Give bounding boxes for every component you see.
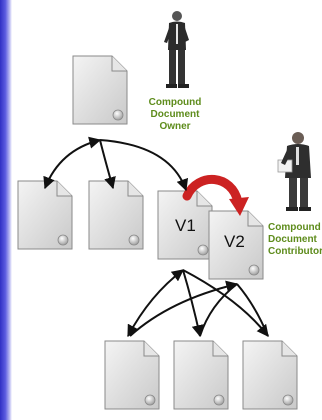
child-document-icon (17, 180, 73, 250)
leaf-document-icon (173, 340, 229, 410)
contributor-person-figure (277, 132, 311, 211)
contributor-label-line: Document (268, 234, 317, 245)
version-2-label: V2 (224, 232, 245, 251)
version-link-arrows (127, 269, 269, 338)
leaf-document-icon (104, 340, 160, 410)
owner-label-line: Compound (148, 97, 202, 108)
leaf-document-icon (242, 340, 298, 410)
owner-label-line: Document (150, 109, 200, 120)
top-level-link-arrows (43, 136, 189, 192)
owner-person-figure (164, 11, 189, 88)
compound-document-icon (72, 55, 128, 125)
version-update-arrow (182, 175, 243, 207)
contributor-role-label: Compound Document Contributor (268, 222, 322, 258)
owner-label-line: Owner (159, 121, 191, 132)
contributor-label-line: Compound (268, 222, 321, 233)
left-edge-gradient-bar (0, 0, 12, 420)
child-document-icon (88, 180, 144, 250)
version-1-label: V1 (175, 216, 196, 235)
version-2-document: V2 (208, 210, 264, 280)
owner-role-label: Compound Document Owner (140, 97, 210, 133)
contributor-label-line: Contributor (268, 246, 322, 257)
version-update-arrowhead (229, 197, 249, 216)
version-1-document: V1 (157, 190, 213, 260)
